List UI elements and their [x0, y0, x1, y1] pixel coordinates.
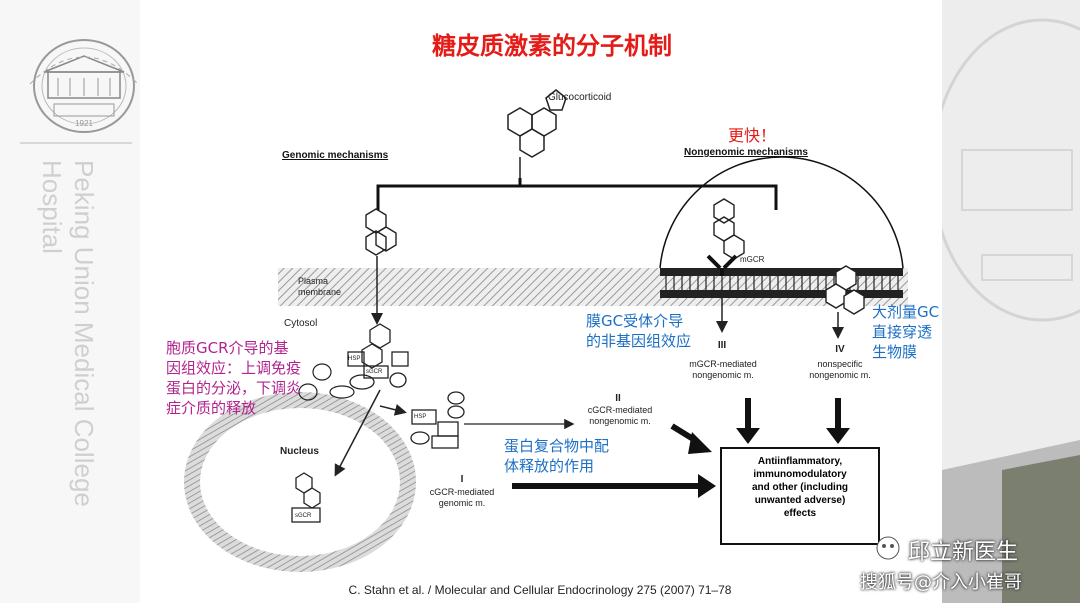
mgcr-receptor — [706, 254, 738, 276]
vertical-hospital-name: Peking Union Medical College Hospital — [37, 160, 99, 507]
roman-ii: II — [615, 393, 621, 404]
mech-ii-line1: cGCR-mediated — [587, 405, 653, 415]
mgcr-label: mGCR — [740, 255, 765, 264]
nuclear-gcr — [291, 472, 321, 523]
annotation-complex-release: 蛋白复合物中配 体释放的作用 — [504, 437, 610, 475]
arrow-to-nucleus — [334, 389, 381, 477]
membrane-label: membrane — [298, 287, 342, 297]
mech-iii-line2: nongenomic m. — [692, 370, 754, 380]
mech-iv-line2: nongenomic m. — [809, 370, 871, 380]
dissociated-complex — [410, 391, 465, 449]
effects-box: Antiinflammatory, immunomodulatory and o… — [720, 447, 880, 545]
nonspecific-steroid — [825, 265, 865, 315]
branch-line — [376, 184, 778, 210]
effects-line-3: and other (including — [751, 482, 849, 493]
hsp-label-1: HSP — [348, 356, 361, 362]
roman-iv: IV — [835, 344, 845, 355]
mech-ii-line2: nongenomic m. — [589, 416, 651, 426]
arrow-to-dissociation — [379, 403, 407, 416]
mech-i-line2: genomic m. — [438, 498, 486, 508]
roman-i: I — [460, 474, 464, 485]
logo-year: 1921 — [75, 119, 93, 128]
mech-i-line1: cGCR-mediated — [429, 487, 495, 497]
annotation-genomic: 胞质GCR介导的基 因组效应：上调免疫 蛋白的分泌，下调炎 症介质的释放 — [166, 339, 302, 417]
hsp-label-2: HSP — [414, 414, 427, 420]
side-divider — [20, 142, 132, 144]
nucleus-label: Nucleus — [280, 446, 319, 457]
effects-line-5: effects — [783, 508, 817, 519]
slide-title: 糖皮质激素的分子机制 — [432, 32, 672, 60]
bold-arrows — [512, 398, 850, 498]
hsp-complex — [347, 323, 409, 390]
effects-line-4: unwanted adverse) — [754, 495, 846, 506]
annotation-high-dose: 大剂量GC 直接穿透 生物膜 — [872, 303, 940, 361]
cytosol-label: Cytosol — [284, 318, 318, 329]
genomic-heading: Genomic mechanisms — [282, 150, 389, 161]
right-side-panel — [942, 0, 1080, 603]
right-logo-faded — [942, 18, 1080, 603]
left-side-panel: 1921 Peking Union Medical College Hospit… — [0, 0, 140, 603]
pumch-logo — [29, 39, 139, 133]
effects-line-2: immunomodulatory — [753, 469, 847, 480]
watermark-line-2: 搜狐号@介入小崔哥 — [860, 572, 1022, 593]
plasma-label: Plasma — [298, 276, 329, 286]
roman-iii: III — [717, 340, 727, 351]
nongenomic-heading: Nongenomic mechanisms — [684, 147, 808, 158]
faster-label: 更快！ — [728, 126, 777, 145]
membrane-dome — [659, 156, 904, 269]
nucleus-envelope — [184, 392, 416, 572]
effects-line-1: Antiinflammatory, — [757, 456, 843, 467]
citation: C. Stahn et al. / Molecular and Cellular… — [348, 583, 732, 597]
mgcr-ligand — [713, 198, 745, 260]
steroid-genomic — [365, 208, 397, 256]
sgcr-label-2: sGCR — [295, 513, 312, 519]
sgcr-label-1: sGCR — [366, 369, 383, 375]
glucocorticoid-label: Glucocorticoid — [548, 92, 612, 103]
watermark-line-1: 邱立新医生 — [908, 540, 1019, 565]
mech-iv-line1: nonspecific — [817, 359, 863, 369]
glucocorticoid-molecule — [507, 89, 567, 178]
mech-iii-line1: mGCR-mediated — [689, 359, 757, 369]
annotation-membrane-gcr: 膜GC受体介导 的非基因组效应 — [586, 312, 692, 350]
